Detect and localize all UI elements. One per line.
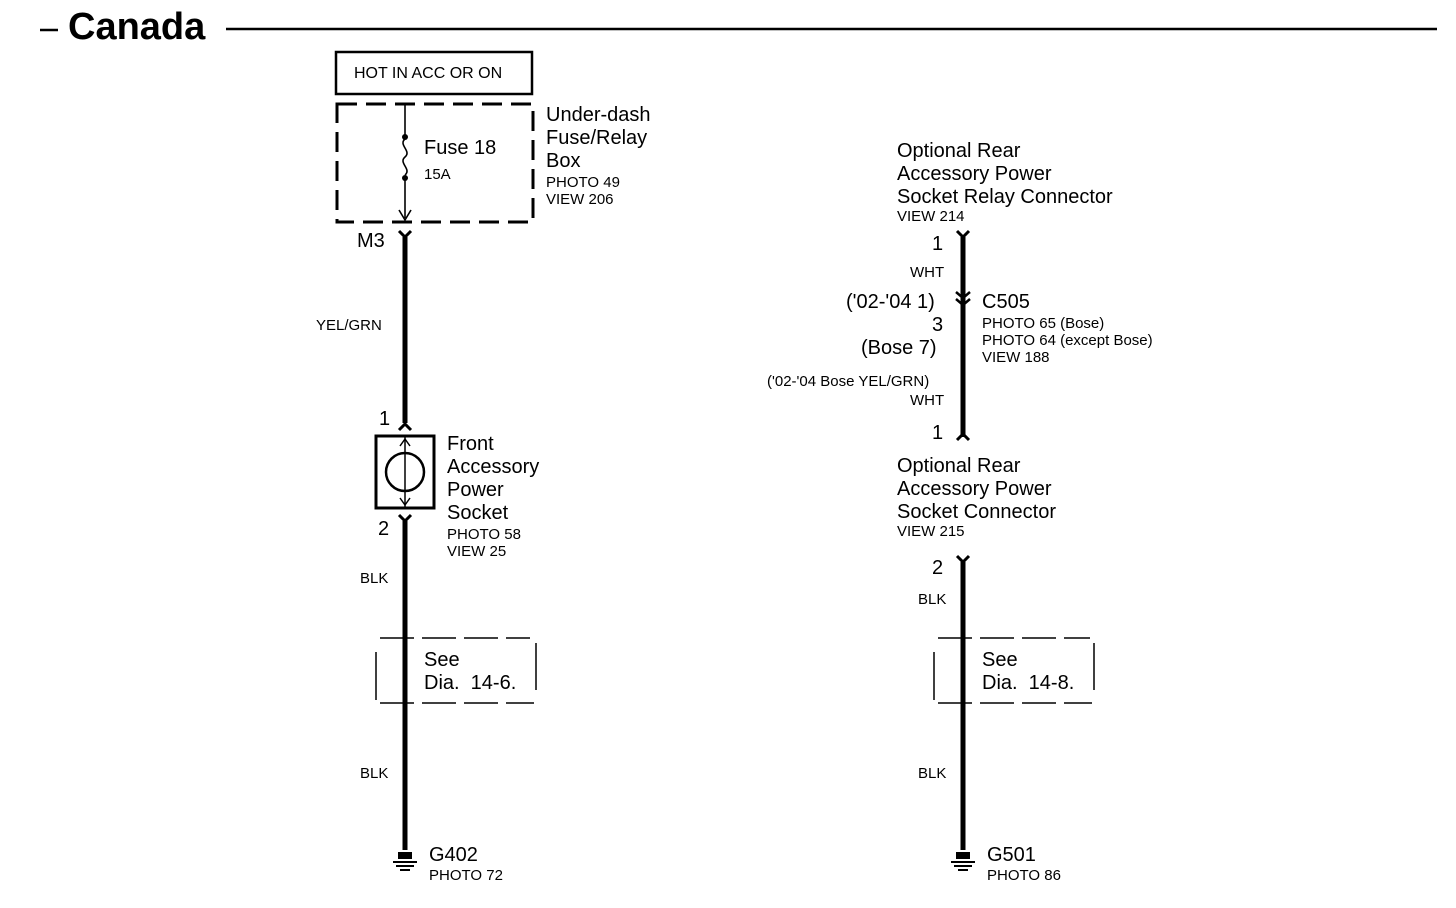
pin-1-label: 1 xyxy=(379,408,391,430)
relay-connector-view: VIEW 214 xyxy=(897,208,965,225)
see-ref-box-left xyxy=(375,637,537,704)
pin-2-symbol xyxy=(397,513,413,524)
socket-pin-2-label: 2 xyxy=(932,557,944,579)
fuse-box-name: Under-dash Fuse/Relay Box xyxy=(546,104,651,172)
terminal-m3-label: M3 xyxy=(357,230,385,252)
c505-refs: PHOTO 65 (Bose) PHOTO 64 (except Bose) V… xyxy=(982,315,1153,366)
fuse-symbol xyxy=(398,104,412,222)
ground-symbol-right xyxy=(951,852,975,871)
see-ref-box-right xyxy=(933,637,1095,704)
see-ref-left: See Dia. 14-6. xyxy=(424,649,517,694)
wire-label-alt: ('02-'04 Bose YEL/GRN) xyxy=(767,373,930,390)
wire-label-blk-mid-right: BLK xyxy=(918,591,947,608)
socket-pin-2-symbol xyxy=(955,554,971,565)
c505-connector-symbol xyxy=(955,291,971,307)
terminal-m3-symbol xyxy=(397,229,413,240)
wire-label-wht-1: WHT xyxy=(910,264,945,281)
see-ref-right: See Dia. 14-8. xyxy=(982,649,1075,694)
socket-connector-name: Optional Rear Accessory Power Socket Con… xyxy=(897,455,1056,523)
wire-label-blk-bottom-left: BLK xyxy=(360,765,389,782)
wire-label-wht-2: WHT xyxy=(910,392,945,409)
pin-1-symbol xyxy=(397,421,413,432)
c505-name: C505 xyxy=(982,291,1030,313)
relay-connector-name: Optional Rear Accessory Power Socket Rel… xyxy=(897,140,1113,208)
ground-name-right: G501 xyxy=(987,844,1036,866)
power-label: HOT IN ACC OR ON xyxy=(354,65,503,82)
ground-name-left: G402 xyxy=(429,844,478,866)
fuse-rating: 15A xyxy=(424,166,451,183)
socket-refs: PHOTO 58 VIEW 25 xyxy=(447,526,521,560)
ground-photo-left: PHOTO 72 xyxy=(429,867,503,884)
c505-pin-a: ('02-'04 1) xyxy=(846,291,935,313)
socket-connector-view: VIEW 215 xyxy=(897,523,965,540)
relay-pin-1-symbol xyxy=(955,229,971,240)
ground-photo-right: PHOTO 86 xyxy=(987,867,1061,884)
c505-pin-b: 3 xyxy=(932,314,944,336)
pin-2-label: 2 xyxy=(378,518,390,540)
ground-symbol-left xyxy=(393,852,417,871)
fuse-box-outline xyxy=(335,102,535,224)
power-label-box xyxy=(334,50,534,96)
wire-label-blk-mid-left: BLK xyxy=(360,570,389,587)
page-title: Canada xyxy=(68,6,206,48)
fuse-name: Fuse 18 xyxy=(424,137,497,159)
c505-pin-c: (Bose 7) xyxy=(861,337,937,359)
fuse-box-refs: PHOTO 49 VIEW 206 xyxy=(546,174,620,208)
power-socket-symbol xyxy=(374,434,436,510)
socket-pin-1-symbol xyxy=(955,431,971,442)
relay-pin-1-label: 1 xyxy=(932,233,944,255)
socket-name: Front Accessory Power Socket xyxy=(447,433,540,524)
wire-label-yel-grn: YEL/GRN xyxy=(316,317,382,334)
socket-pin-1-label: 1 xyxy=(932,422,944,444)
wire-label-blk-bottom-right: BLK xyxy=(918,765,947,782)
